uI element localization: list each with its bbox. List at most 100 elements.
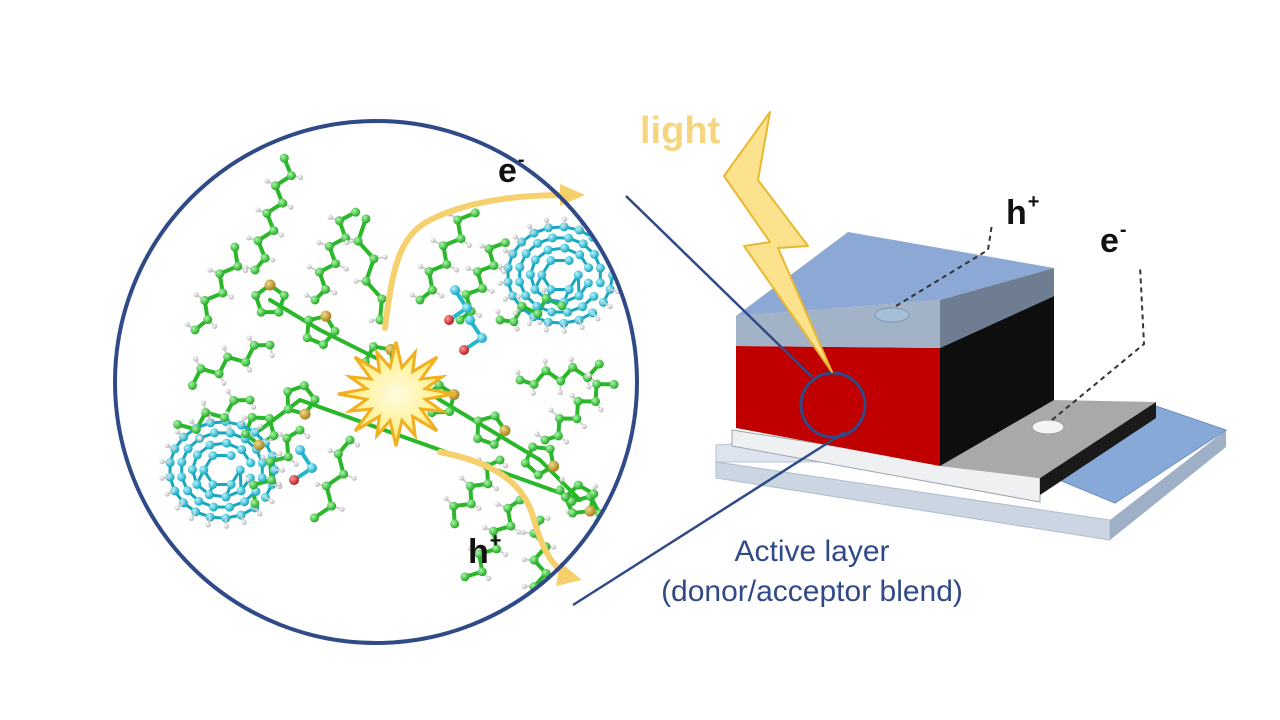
atom (279, 290, 289, 300)
atom (547, 307, 557, 317)
atom (533, 238, 543, 248)
atom (305, 433, 311, 439)
atom (456, 234, 466, 244)
atom (502, 296, 508, 302)
atom (547, 233, 557, 243)
atom (264, 178, 270, 184)
atom (557, 301, 567, 311)
atom (589, 249, 599, 259)
hole-symbol: h (1006, 194, 1027, 232)
atom (592, 379, 602, 389)
atom (353, 278, 359, 284)
atom (229, 395, 239, 405)
atom (506, 521, 516, 531)
atom (527, 223, 533, 229)
atom (589, 489, 599, 499)
atom (450, 519, 460, 529)
atom (283, 452, 293, 462)
atom (257, 458, 267, 468)
atom (434, 380, 444, 390)
atom (295, 425, 305, 435)
atom (314, 267, 324, 277)
atom (253, 439, 265, 451)
atom (309, 513, 319, 523)
atom (528, 442, 538, 452)
atom (189, 418, 195, 424)
atom (465, 315, 475, 325)
atom (200, 295, 210, 305)
atom (521, 291, 531, 301)
atom (532, 301, 542, 311)
atom (214, 369, 224, 379)
atom (555, 413, 565, 423)
atom (316, 240, 322, 246)
atom (563, 233, 573, 243)
atom (515, 294, 521, 300)
atom (203, 315, 213, 325)
atom (418, 263, 424, 270)
atom (415, 295, 425, 305)
atom (615, 256, 621, 262)
zoom-line-top (625, 195, 813, 378)
electron-superscript: - (517, 149, 525, 171)
atom (478, 283, 488, 293)
atom (205, 522, 211, 528)
atom (583, 278, 593, 288)
atom (327, 214, 333, 221)
bond (609, 257, 619, 262)
atom (250, 498, 260, 508)
atom (442, 259, 452, 269)
atom (244, 476, 251, 483)
atom (543, 327, 549, 333)
atom (341, 233, 351, 243)
atom (265, 457, 275, 467)
atom (551, 544, 557, 550)
atom (201, 407, 211, 417)
atom (586, 372, 592, 378)
atom (493, 485, 500, 492)
atom (548, 407, 554, 413)
atom (226, 450, 236, 460)
atom (501, 269, 507, 275)
atom (502, 248, 509, 254)
atom (581, 423, 587, 430)
atom (187, 465, 197, 475)
atom (205, 440, 215, 450)
atom (543, 217, 550, 223)
atom (279, 153, 289, 163)
atom (559, 476, 565, 482)
atom (225, 428, 235, 438)
atom (230, 242, 240, 252)
atom (288, 204, 294, 210)
atom (515, 369, 521, 375)
atom (516, 529, 522, 535)
atom (460, 572, 470, 582)
atom (465, 265, 471, 271)
atom (332, 290, 338, 296)
atom (174, 429, 181, 435)
atom (534, 431, 540, 437)
atom (409, 292, 415, 298)
atom (541, 287, 547, 293)
atom (339, 506, 345, 512)
atom (595, 278, 605, 288)
atom (187, 380, 197, 390)
atom (503, 462, 509, 469)
atom (455, 315, 465, 325)
atom (483, 479, 493, 489)
atom (497, 263, 503, 270)
atom (502, 551, 509, 558)
atom (497, 280, 503, 286)
atom (533, 309, 543, 319)
atom (541, 366, 551, 376)
atom (246, 458, 256, 468)
atom (208, 480, 218, 490)
atom (495, 455, 505, 465)
atom (269, 226, 279, 236)
atom (546, 285, 556, 295)
atom (260, 454, 266, 460)
atom (520, 458, 530, 468)
atom (345, 435, 355, 445)
atom (233, 261, 243, 271)
atom (193, 292, 199, 298)
